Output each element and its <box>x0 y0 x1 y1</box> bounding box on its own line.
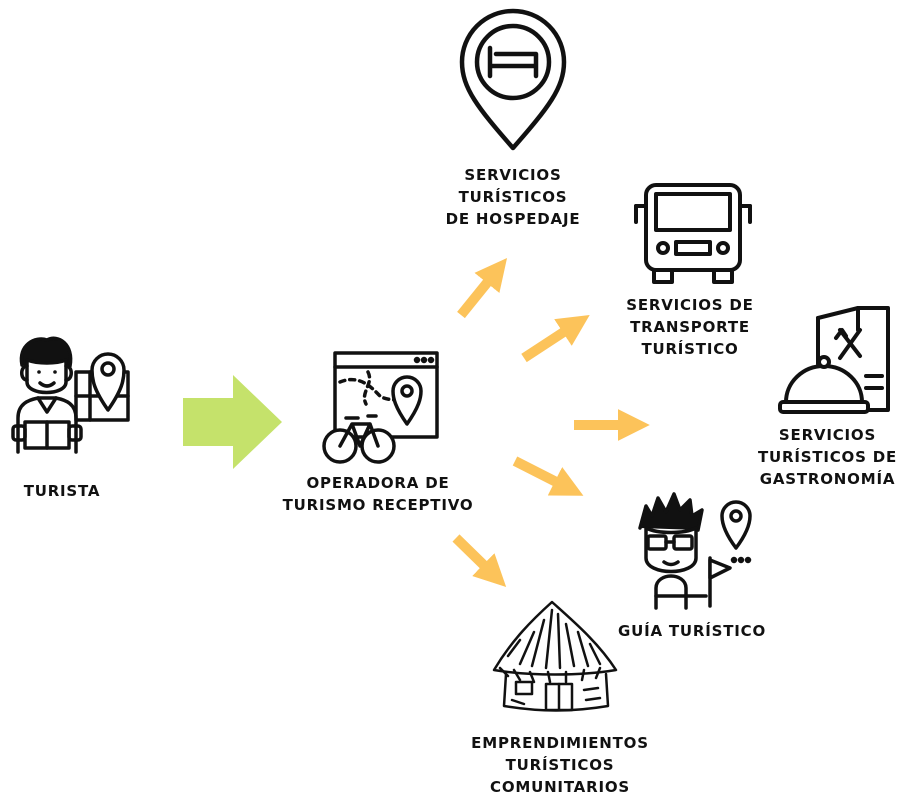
tourist-with-map-pin-icon <box>11 336 130 454</box>
menu-cloche-icon <box>778 306 890 414</box>
arrow-to-hospedaje <box>457 258 508 319</box>
thatched-hut-icon <box>492 600 618 712</box>
tour-guide-flag-icon <box>638 492 752 610</box>
node-label-comunitarios: EMPRENDIMIENTOS TURÍSTICOS COMUNITARIOS <box>471 734 649 794</box>
arrow-to-transporte <box>521 314 590 363</box>
node-label-gastronomia: SERVICIOS TURÍSTICOS DE GASTRONOMÍA <box>757 426 898 488</box>
location-pin-bed-icon <box>459 8 567 151</box>
node-label-guia: GUÍA TURÍSTICO <box>617 622 767 640</box>
node-label-operadora: OPERADORA DE TURISMO RECEPTIVO <box>282 474 474 514</box>
node-label-turista: TURISTA <box>23 482 101 500</box>
node-label-hospedaje: SERVICIOS TURÍSTICOS DE HOSPEDAJE <box>445 166 581 228</box>
arrow-to-guia <box>512 456 584 496</box>
main-arrow-turista-to-operadora <box>183 375 282 469</box>
bus-icon <box>634 183 752 284</box>
map-bicycle-browser-icon <box>322 351 439 464</box>
arrow-to-comunitarios <box>452 534 507 587</box>
node-label-transporte: SERVICIOS DE TRANSPORTE TURÍSTICO <box>626 296 754 358</box>
